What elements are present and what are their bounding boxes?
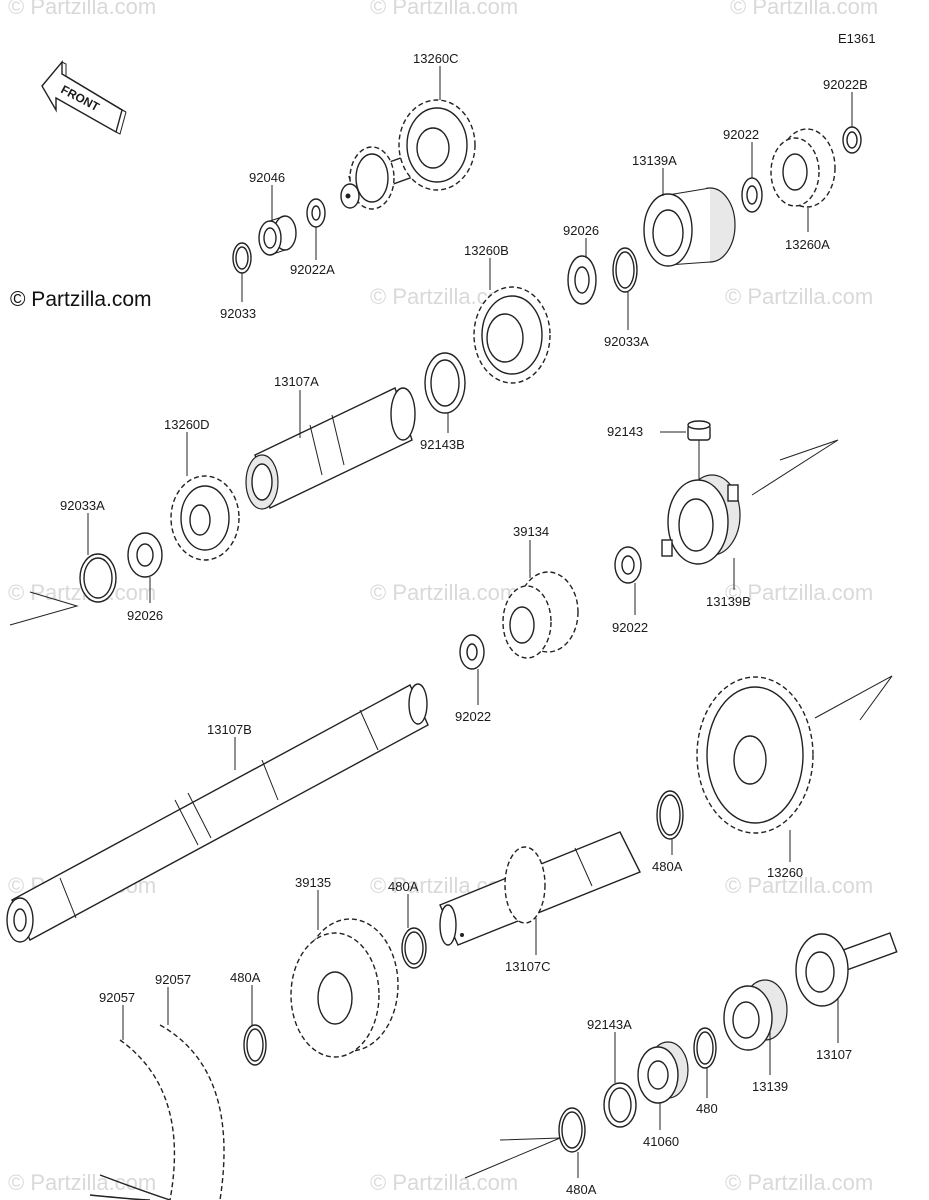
part-label: 13107A [274,374,319,389]
circlip-92033 [232,242,252,274]
part-label: 92033A [604,334,649,349]
part-label: 92033A [60,498,105,513]
part-label: 39134 [513,524,549,539]
gear-13260D [170,475,240,561]
part-label: 13107B [207,722,252,737]
leader-lines [9,66,893,1179]
part-label: 13139A [632,153,677,168]
part-label: 13260 [767,865,803,880]
part-label: 92143 [607,424,643,439]
part-label: 480A [652,859,683,874]
part-label: 92046 [249,170,285,185]
chain-92057 [89,1024,225,1200]
circlip-480A-mid [401,927,427,969]
part-label: 480 [696,1101,718,1116]
hub-13139B [661,474,741,565]
needle-bearing-92046 [258,215,297,256]
watermark: © Partzilla.com [370,580,518,605]
shaft-13107C [439,831,641,946]
washer-92026-left [127,532,163,578]
washer-92026-top [567,255,597,305]
gear-13260A [770,128,836,208]
watermark: © Partzilla.com [8,1170,156,1195]
part-label: 13107 [816,1047,852,1062]
part-label: 92143A [587,1017,632,1032]
hub-13139A [643,187,736,267]
part-label: 92026 [127,608,163,623]
washer-92022-top [741,177,763,213]
watermark-layer: © Partzilla.com © Partzilla.com © Partzi… [8,0,878,1195]
circlip-480 [693,1027,717,1069]
collar-92143A [603,1082,637,1128]
part-label: 480A [230,970,261,985]
washer-92022A [306,198,326,228]
part-label: 92022A [290,262,335,277]
watermark: © Partzilla.com [730,0,878,19]
diagram-code: E1361 [838,31,876,46]
watermark: © Partzilla.com [370,0,518,19]
part-label: 92022 [612,620,648,635]
circlip-480A-bottom [558,1107,586,1153]
watermark: © Partzilla.com [725,873,873,898]
washer-92022-low [459,634,485,670]
watermark: © Partzilla.com [8,0,156,19]
part-label: 92026 [563,223,599,238]
circlip-92033A-left [79,553,117,603]
part-label: 13139B [706,594,751,609]
watermark: © Partzilla.com [370,1170,518,1195]
part-label: 92143B [420,437,465,452]
part-label: 13260A [785,237,830,252]
part-label: 92022 [455,709,491,724]
part-labels: 13260C 92022B 92022 13139A 92046 13260A … [60,51,868,1197]
part-label: 41060 [643,1134,679,1149]
part-label: 13107C [505,959,551,974]
part-label: 92057 [155,972,191,987]
part-label: 480A [388,879,419,894]
washer-92022B [842,126,862,154]
gear-39134 [502,571,579,659]
part-label: 480A [566,1182,597,1197]
gear-13260B [473,286,551,384]
gear-13260C [340,99,476,210]
shaft-13107A [245,387,416,510]
gear-39135 [290,918,399,1058]
shaft-13107B [6,683,429,943]
circlip-480A-right [656,790,684,840]
circlip-92033A-top [612,247,638,293]
watermark: © Partzilla.com [725,284,873,309]
bush-92143 [687,420,711,441]
part-label: 39135 [295,875,331,890]
watermark: © Partzilla.com [725,580,873,605]
part-label: 92022B [823,77,868,92]
part-label: 13139 [752,1079,788,1094]
copyright-notice: © Partzilla.com [10,288,152,311]
bushing-41060 [637,1041,689,1104]
gear-13260 [696,676,814,834]
part-label: 13260D [164,417,210,432]
washer-92022-mid [614,546,642,584]
part-label: 92022 [723,127,759,142]
part-label: 13260B [464,243,509,258]
part-label: 92033 [220,306,256,321]
part-label: 92057 [99,990,135,1005]
collar-92143B [424,352,466,414]
gear-13107 [795,932,898,1007]
watermark: © Partzilla.com [725,1170,873,1195]
circlip-480A-left [243,1024,267,1066]
part-label: 13260C [413,51,459,66]
hub-13139 [723,979,788,1051]
front-arrow-icon: FRONT [41,60,127,135]
